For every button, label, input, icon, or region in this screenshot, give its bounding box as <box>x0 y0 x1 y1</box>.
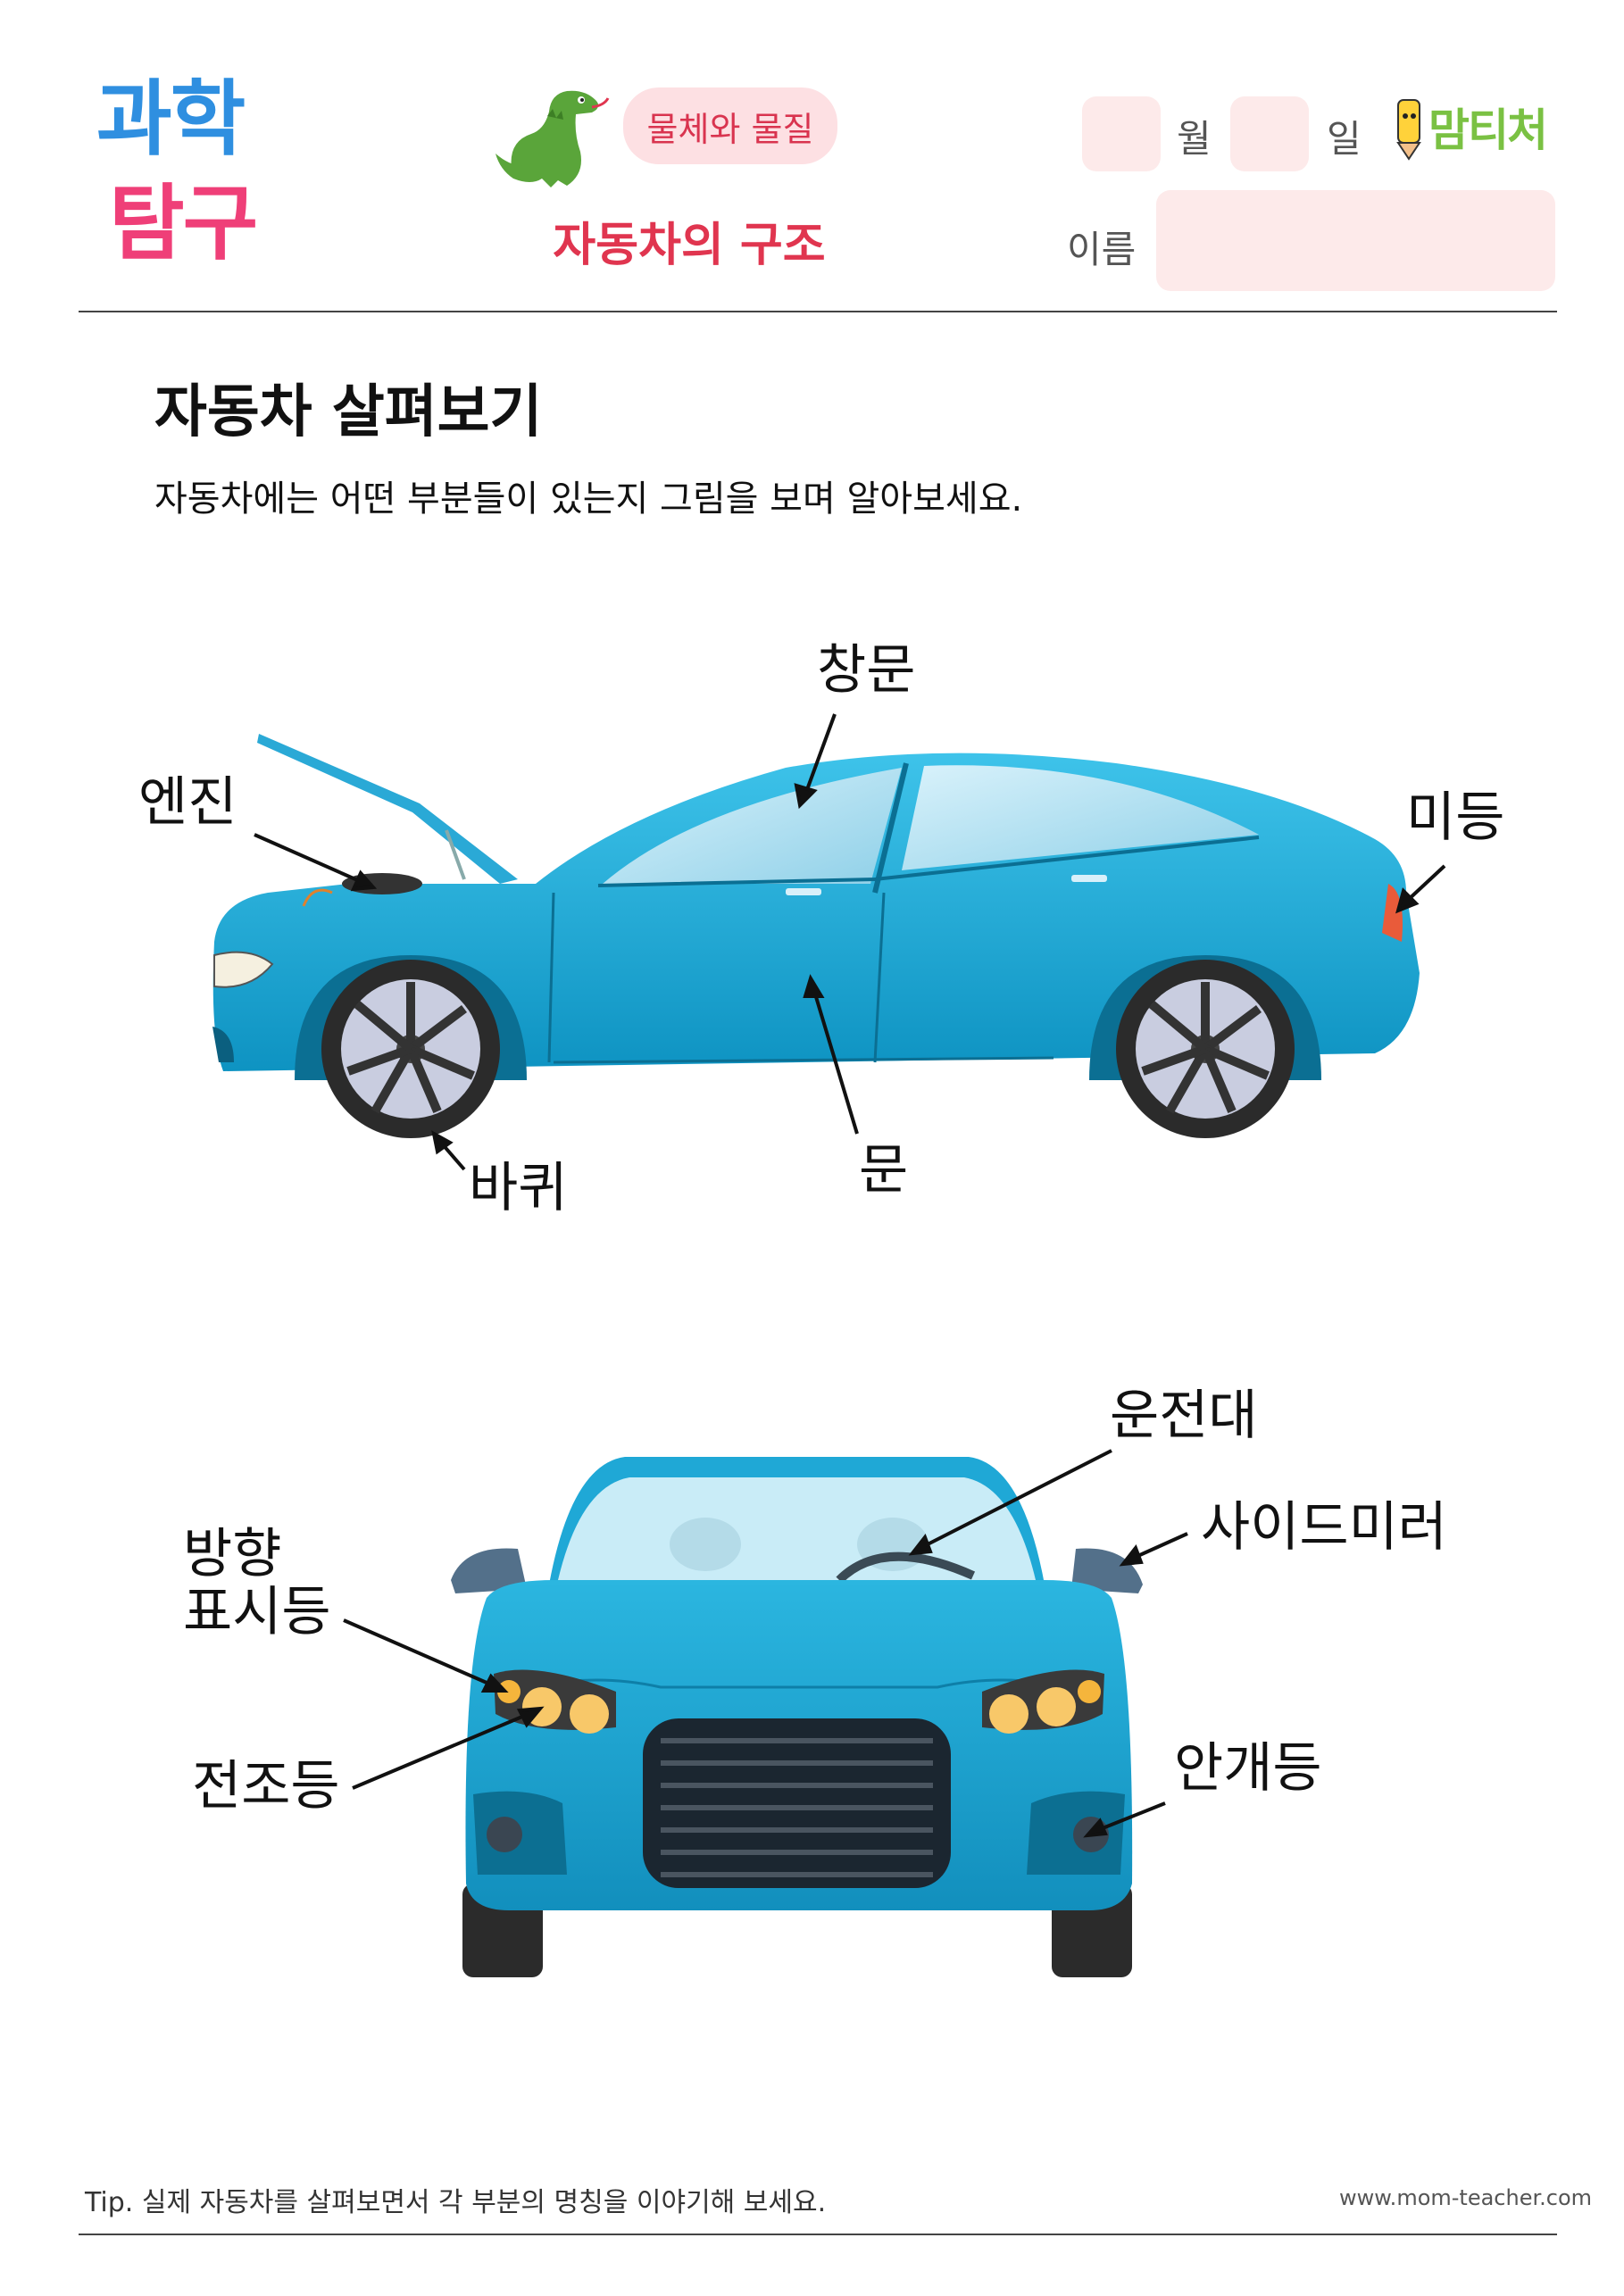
rear-wheel <box>1116 960 1295 1138</box>
label-fog-light: 안개등 <box>1174 1737 1322 1800</box>
name-label: 이름 <box>1067 228 1137 271</box>
logo-explore: 탐구 <box>109 176 258 271</box>
label-side-mirror: 사이드미러 <box>1201 1496 1447 1559</box>
label-wheel: 바퀴 <box>469 1157 568 1219</box>
dinosaur-icon <box>496 90 610 187</box>
logo-science: 과학 <box>96 71 246 167</box>
footer-tip: Tip. 실제 자동차를 살펴보면서 각 부분의 명칭을 이야기해 보세요. <box>85 2187 827 2218</box>
label-turn-signal-line2: 표시등 <box>183 1581 331 1643</box>
label-headlight: 전조등 <box>192 1755 340 1818</box>
label-window: 창문 <box>817 639 916 702</box>
label-engine: 엔진 <box>138 771 237 834</box>
footer-site[interactable]: www.mom-teacher.com <box>1339 2185 1593 2210</box>
subject-badge: 물체와 물질 <box>623 87 837 164</box>
day-input[interactable] <box>1230 96 1309 171</box>
header-divider <box>79 311 1557 312</box>
label-door: 문 <box>859 1139 909 1202</box>
section-title: 자동차 살펴보기 <box>154 379 543 445</box>
topic-title: 자동차의 구조 <box>553 219 826 272</box>
label-steering-wheel: 운전대 <box>1110 1385 1258 1447</box>
footer-divider <box>79 2234 1557 2235</box>
pencil-mascot-icon <box>1396 99 1421 161</box>
label-turn-signal-line1: 방향 <box>183 1523 282 1585</box>
day-label: 일 <box>1327 117 1362 161</box>
brand-logo: 맘티처 <box>1428 104 1548 156</box>
name-input[interactable] <box>1156 190 1555 291</box>
label-taillight: 미등 <box>1406 786 1505 849</box>
front-wheel <box>321 960 500 1138</box>
month-label: 월 <box>1177 117 1212 161</box>
month-input[interactable] <box>1082 96 1161 171</box>
section-description: 자동차에는 어떤 부분들이 있는지 그림을 보며 알아보세요. <box>154 478 1023 520</box>
